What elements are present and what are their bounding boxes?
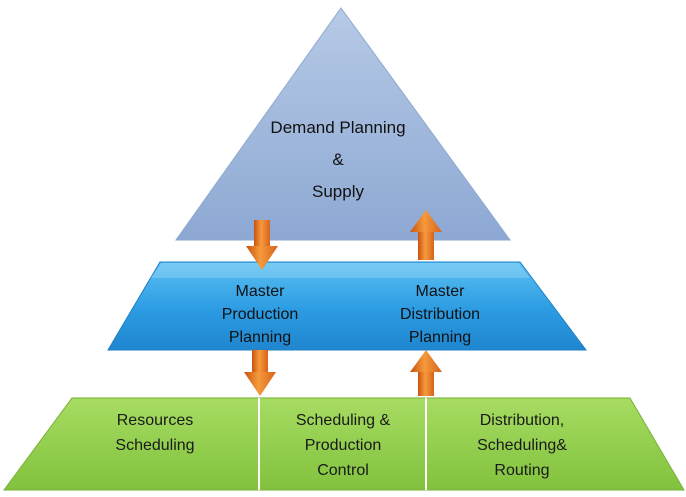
scheduling-production-line3: Control xyxy=(317,462,369,479)
bottom-tier-cell-1: Resources Scheduling xyxy=(80,408,230,458)
bottom-tier-cell-2: Scheduling & Production Control xyxy=(262,408,424,483)
bottom-tier-trapezoid xyxy=(3,397,685,491)
scheduling-production-line1: Scheduling & xyxy=(295,412,391,429)
distribution-routing-line1: Distribution, xyxy=(479,412,565,429)
middle-tier-left-label: Master Production Planning xyxy=(180,280,340,349)
resources-scheduling-line1: Resources xyxy=(116,412,194,429)
master-distribution-line1: Master xyxy=(415,283,465,300)
bottom-tier-cell-3: Distribution, Scheduling& Routing xyxy=(432,408,612,483)
middle-tier-right-label: Master Distribution Planning xyxy=(360,280,520,349)
top-tier-triangle xyxy=(175,7,511,241)
scheduling-production-line2: Production xyxy=(304,437,382,454)
top-tier-label-line3: Supply xyxy=(312,182,364,201)
arrow-down-top-to-middle xyxy=(246,220,278,270)
distribution-routing-line2: Scheduling& xyxy=(477,437,567,454)
arrow-down-middle-to-bottom xyxy=(244,350,276,396)
master-production-line3: Planning xyxy=(228,329,292,346)
master-production-line1: Master xyxy=(235,283,285,300)
resources-scheduling-line2: Scheduling xyxy=(115,437,195,454)
master-production-line2: Production xyxy=(221,306,299,323)
distribution-routing-line3: Routing xyxy=(494,462,550,479)
arrow-up-middle-to-top xyxy=(410,210,442,260)
top-tier-label-line2: & xyxy=(332,150,344,169)
top-tier-label-line1: Demand Planning xyxy=(270,118,406,137)
middle-tier-highlight xyxy=(150,263,530,278)
master-distribution-line3: Planning xyxy=(408,329,472,346)
middle-tier-trapezoid xyxy=(107,261,587,351)
arrow-up-bottom-to-middle xyxy=(410,350,442,396)
master-distribution-line2: Distribution xyxy=(399,306,481,323)
